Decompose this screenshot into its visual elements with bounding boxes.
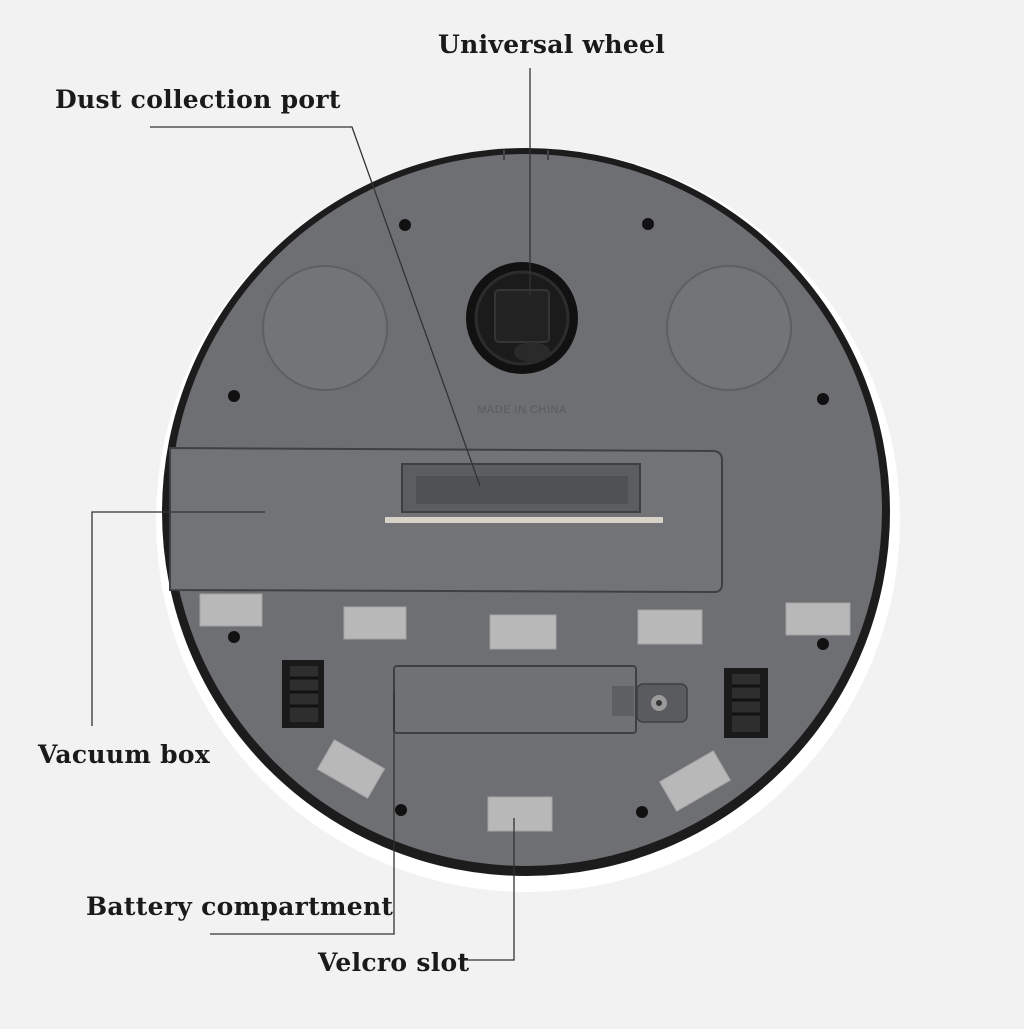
leader-lines xyxy=(91,68,531,961)
dust-collection-port xyxy=(385,463,663,523)
leader-battery xyxy=(210,690,395,935)
label-velcro-slot: Velcro slot xyxy=(318,948,470,977)
leader-dust-port xyxy=(150,126,481,487)
label-vacuum-box: Vacuum box xyxy=(38,740,211,769)
battery-compartment xyxy=(393,665,688,734)
right-pad-circle xyxy=(666,265,792,391)
label-universal-wheel: Universal wheel xyxy=(438,30,666,59)
label-dust-collection-port: Dust collection port xyxy=(55,85,341,114)
leader-velcro xyxy=(462,818,515,961)
left-drive-wheel xyxy=(282,660,324,728)
made-in-china-stamp: MADE IN CHINA xyxy=(477,404,567,416)
label-battery-compartment: Battery compartment xyxy=(86,892,394,921)
right-drive-wheel xyxy=(724,668,768,738)
universal-wheel xyxy=(466,262,578,374)
left-pad-circle xyxy=(262,265,388,391)
screw-holes xyxy=(228,218,829,818)
leader-vacuum-box xyxy=(91,511,265,726)
velcro-patches xyxy=(199,593,851,832)
